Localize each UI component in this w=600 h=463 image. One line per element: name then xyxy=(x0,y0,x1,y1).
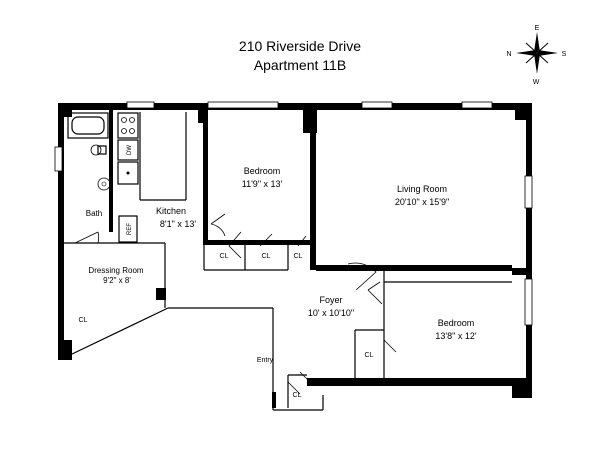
closet-label: CL xyxy=(79,317,88,324)
address-title: 210 Riverside Drive xyxy=(238,38,362,54)
dressing-room-name: Dressing Room xyxy=(88,266,143,275)
bedroom-2-name: Bedroom xyxy=(438,318,475,328)
compass-south-label: S xyxy=(562,51,567,58)
foyer-dims: 10' x 10'10" xyxy=(308,308,354,318)
doors xyxy=(74,213,397,395)
compass-east-label: E xyxy=(535,25,540,32)
kitchen-dims: 8'1" x 13' xyxy=(160,219,196,229)
bedroom-2-dims: 13'8" x 12' xyxy=(435,331,476,341)
entry-label: Entry xyxy=(257,357,274,364)
refrigerator-label: REF xyxy=(127,223,133,235)
living-room-dims: 20'10" x 15'9" xyxy=(395,197,449,207)
bedroom-1-name: Bedroom xyxy=(244,166,281,176)
compass-rose-icon: E N S W xyxy=(506,25,566,86)
living-room-name: Living Room xyxy=(397,184,447,194)
lower-outline xyxy=(69,307,324,411)
compass-north-label: N xyxy=(506,51,511,58)
bath-fixtures xyxy=(67,112,111,191)
bath-name: Bath xyxy=(86,209,102,218)
closet-label: CL xyxy=(262,253,271,260)
foyer-name: Foyer xyxy=(319,295,342,305)
apartment-subtitle: Apartment 11B xyxy=(253,57,347,73)
bedroom-1-dims: 11'9" x 13' xyxy=(242,179,283,189)
kitchen-name: Kitchen xyxy=(156,206,186,216)
closet-label: CL xyxy=(365,352,374,359)
interior-walls xyxy=(64,110,512,408)
closet-label: CL xyxy=(294,253,303,260)
kitchen-fixtures: DW REF xyxy=(117,112,187,243)
closet-label: CL xyxy=(220,253,229,260)
windows xyxy=(54,101,533,326)
dressing-room-dims: 9'2" x 8' xyxy=(103,276,131,285)
compass-west-label: W xyxy=(533,79,540,86)
closet-label: CL xyxy=(293,392,302,399)
dishwasher-label: DW xyxy=(127,145,133,155)
